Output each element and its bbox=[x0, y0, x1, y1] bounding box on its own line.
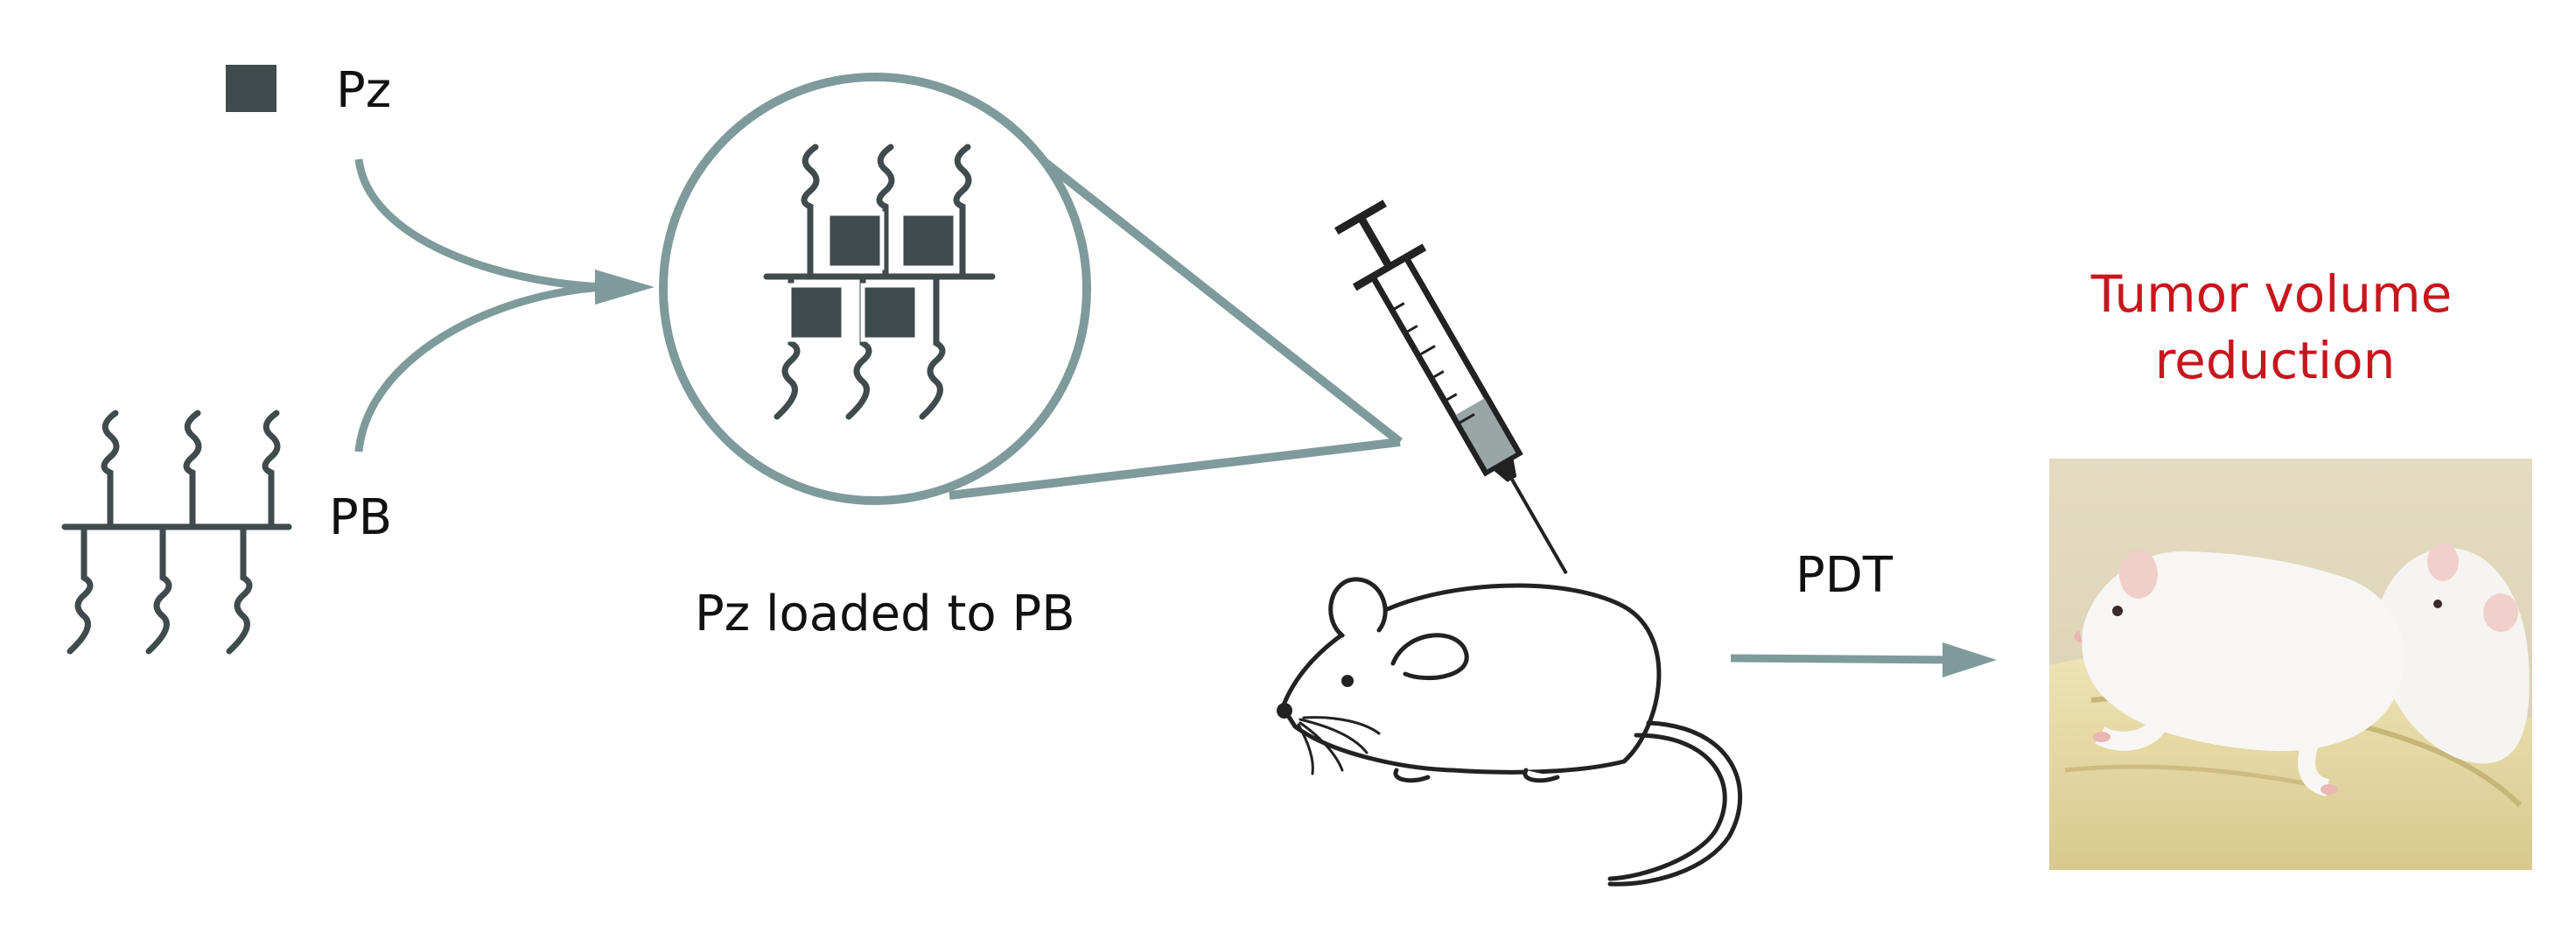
loaded-label: Pz loaded to PB bbox=[695, 586, 1075, 642]
result-title-line1: Tumor volume bbox=[2090, 264, 2453, 324]
pb-arrow bbox=[354, 283, 605, 452]
pdt-arrow bbox=[1730, 654, 1956, 664]
syringe-icon bbox=[1334, 200, 1568, 575]
pdt-label: PDT bbox=[1796, 547, 1894, 604]
pz-legend-square bbox=[226, 65, 276, 112]
pz-arrow bbox=[354, 158, 605, 291]
zoom-line-bottom bbox=[948, 438, 1401, 500]
pz-block bbox=[860, 283, 920, 342]
pz-block bbox=[787, 283, 846, 342]
mouse-icon bbox=[1277, 577, 1743, 887]
result-title-line2: reduction bbox=[2155, 331, 2396, 390]
pb-polymer bbox=[61, 410, 292, 655]
zoom-line-top bbox=[1033, 152, 1404, 445]
pb-label: PB bbox=[329, 489, 392, 546]
pdt-arrowhead bbox=[1942, 642, 1997, 677]
loaded-complex bbox=[763, 144, 996, 420]
pz-block bbox=[899, 211, 958, 270]
pz-label: Pz bbox=[336, 62, 391, 119]
mice-photo bbox=[2049, 459, 2532, 870]
pz-block bbox=[825, 211, 885, 270]
merge-arrowhead bbox=[595, 270, 654, 305]
